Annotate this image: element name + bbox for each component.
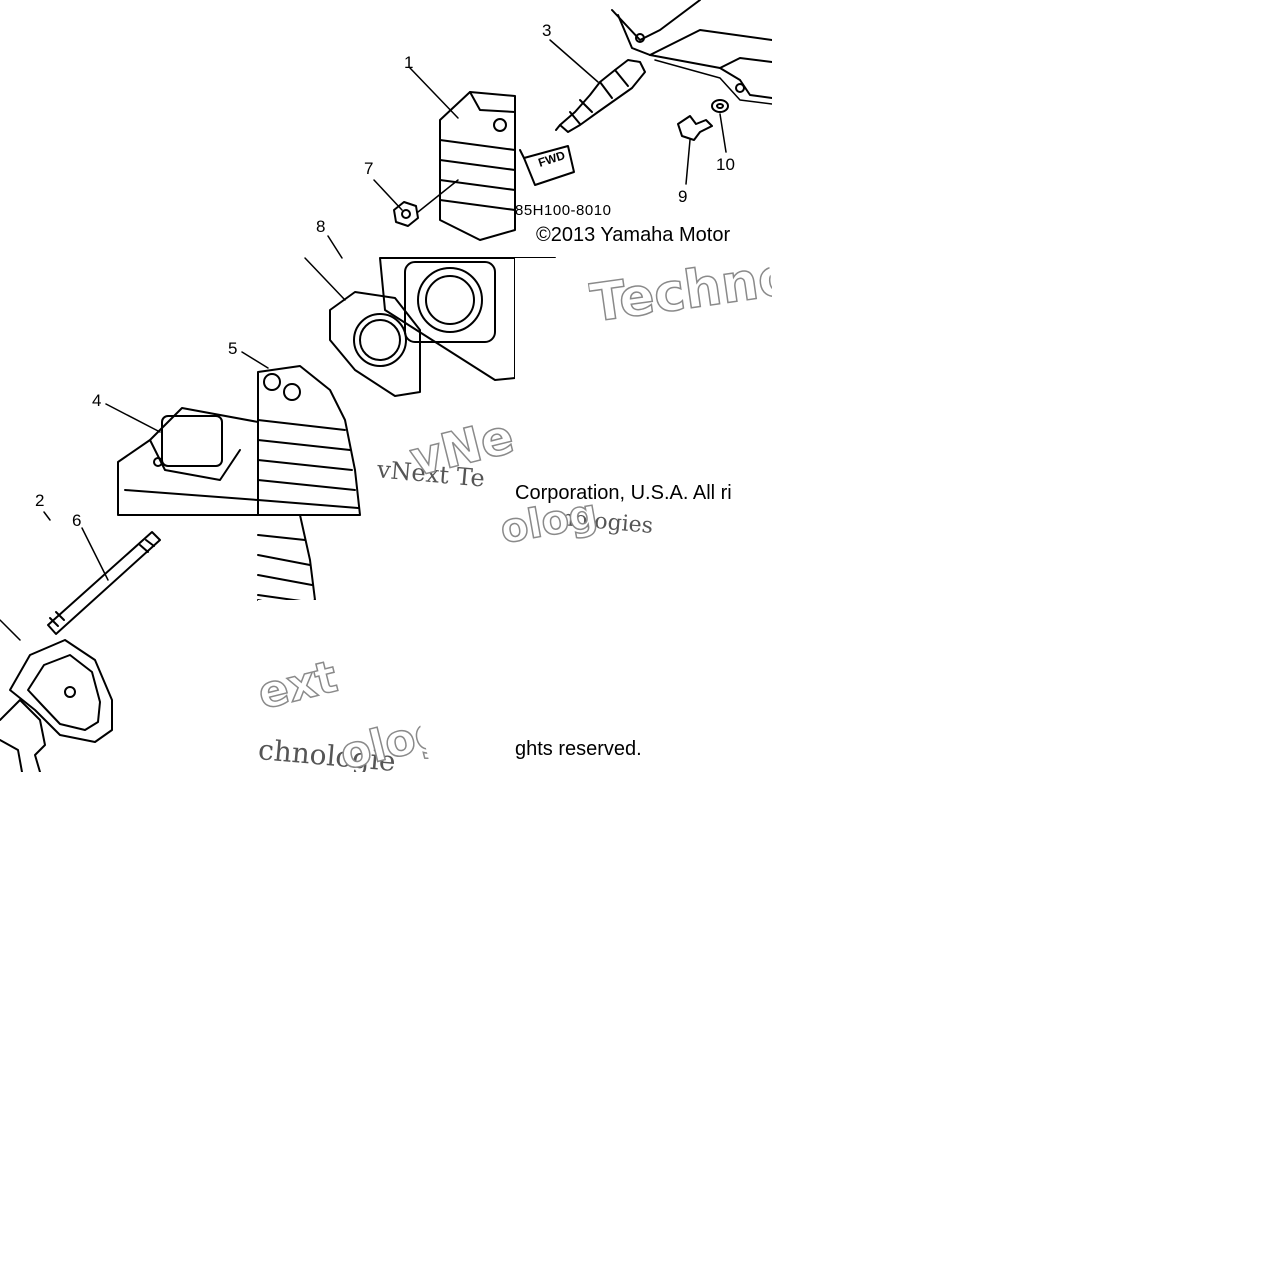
cylinder-fins-lower — [257, 514, 316, 611]
tile-seam — [258, 600, 515, 772]
callout-4: 4 — [92, 391, 102, 410]
callout-8: 8 — [316, 217, 326, 236]
exploded-parts-diagram: 1 2 3 4 5 6 7 8 9 10 FWD 85H100-8010 ©20… — [0, 0, 772, 772]
callout-9: 9 — [678, 187, 688, 206]
nut — [393, 201, 419, 227]
stud-bolt — [47, 531, 161, 635]
callout-2: 2 — [35, 491, 45, 510]
callout-7: 7 — [364, 159, 374, 178]
base-gasket — [9, 639, 113, 743]
lower-cylinder-head — [257, 365, 361, 516]
gasket-8 — [329, 291, 421, 397]
crankcase-fragment — [0, 699, 46, 772]
copyright-line-2: Corporation, U.S.A. All ri — [515, 482, 732, 504]
fwd-tag — [519, 145, 575, 186]
line-art — [0, 0, 772, 772]
callout-6: 6 — [72, 511, 82, 530]
callout-1: 1 — [404, 53, 414, 72]
part-number: 85H100-8010 — [515, 202, 612, 219]
upper-cylinder-head — [439, 91, 516, 241]
spark-plug — [555, 59, 646, 133]
callout-10: 10 — [716, 155, 735, 174]
tile-seam — [515, 258, 772, 515]
cylinder — [117, 407, 259, 516]
callout-5: 5 — [228, 339, 238, 358]
copyright-line-3: ghts reserved. — [515, 738, 642, 760]
callout-3: 3 — [542, 21, 552, 40]
exhaust-pipe — [611, 0, 772, 105]
copyright-line-1: ©2013 Yamaha Motor — [536, 224, 731, 246]
bolt-and-washer — [677, 99, 729, 141]
